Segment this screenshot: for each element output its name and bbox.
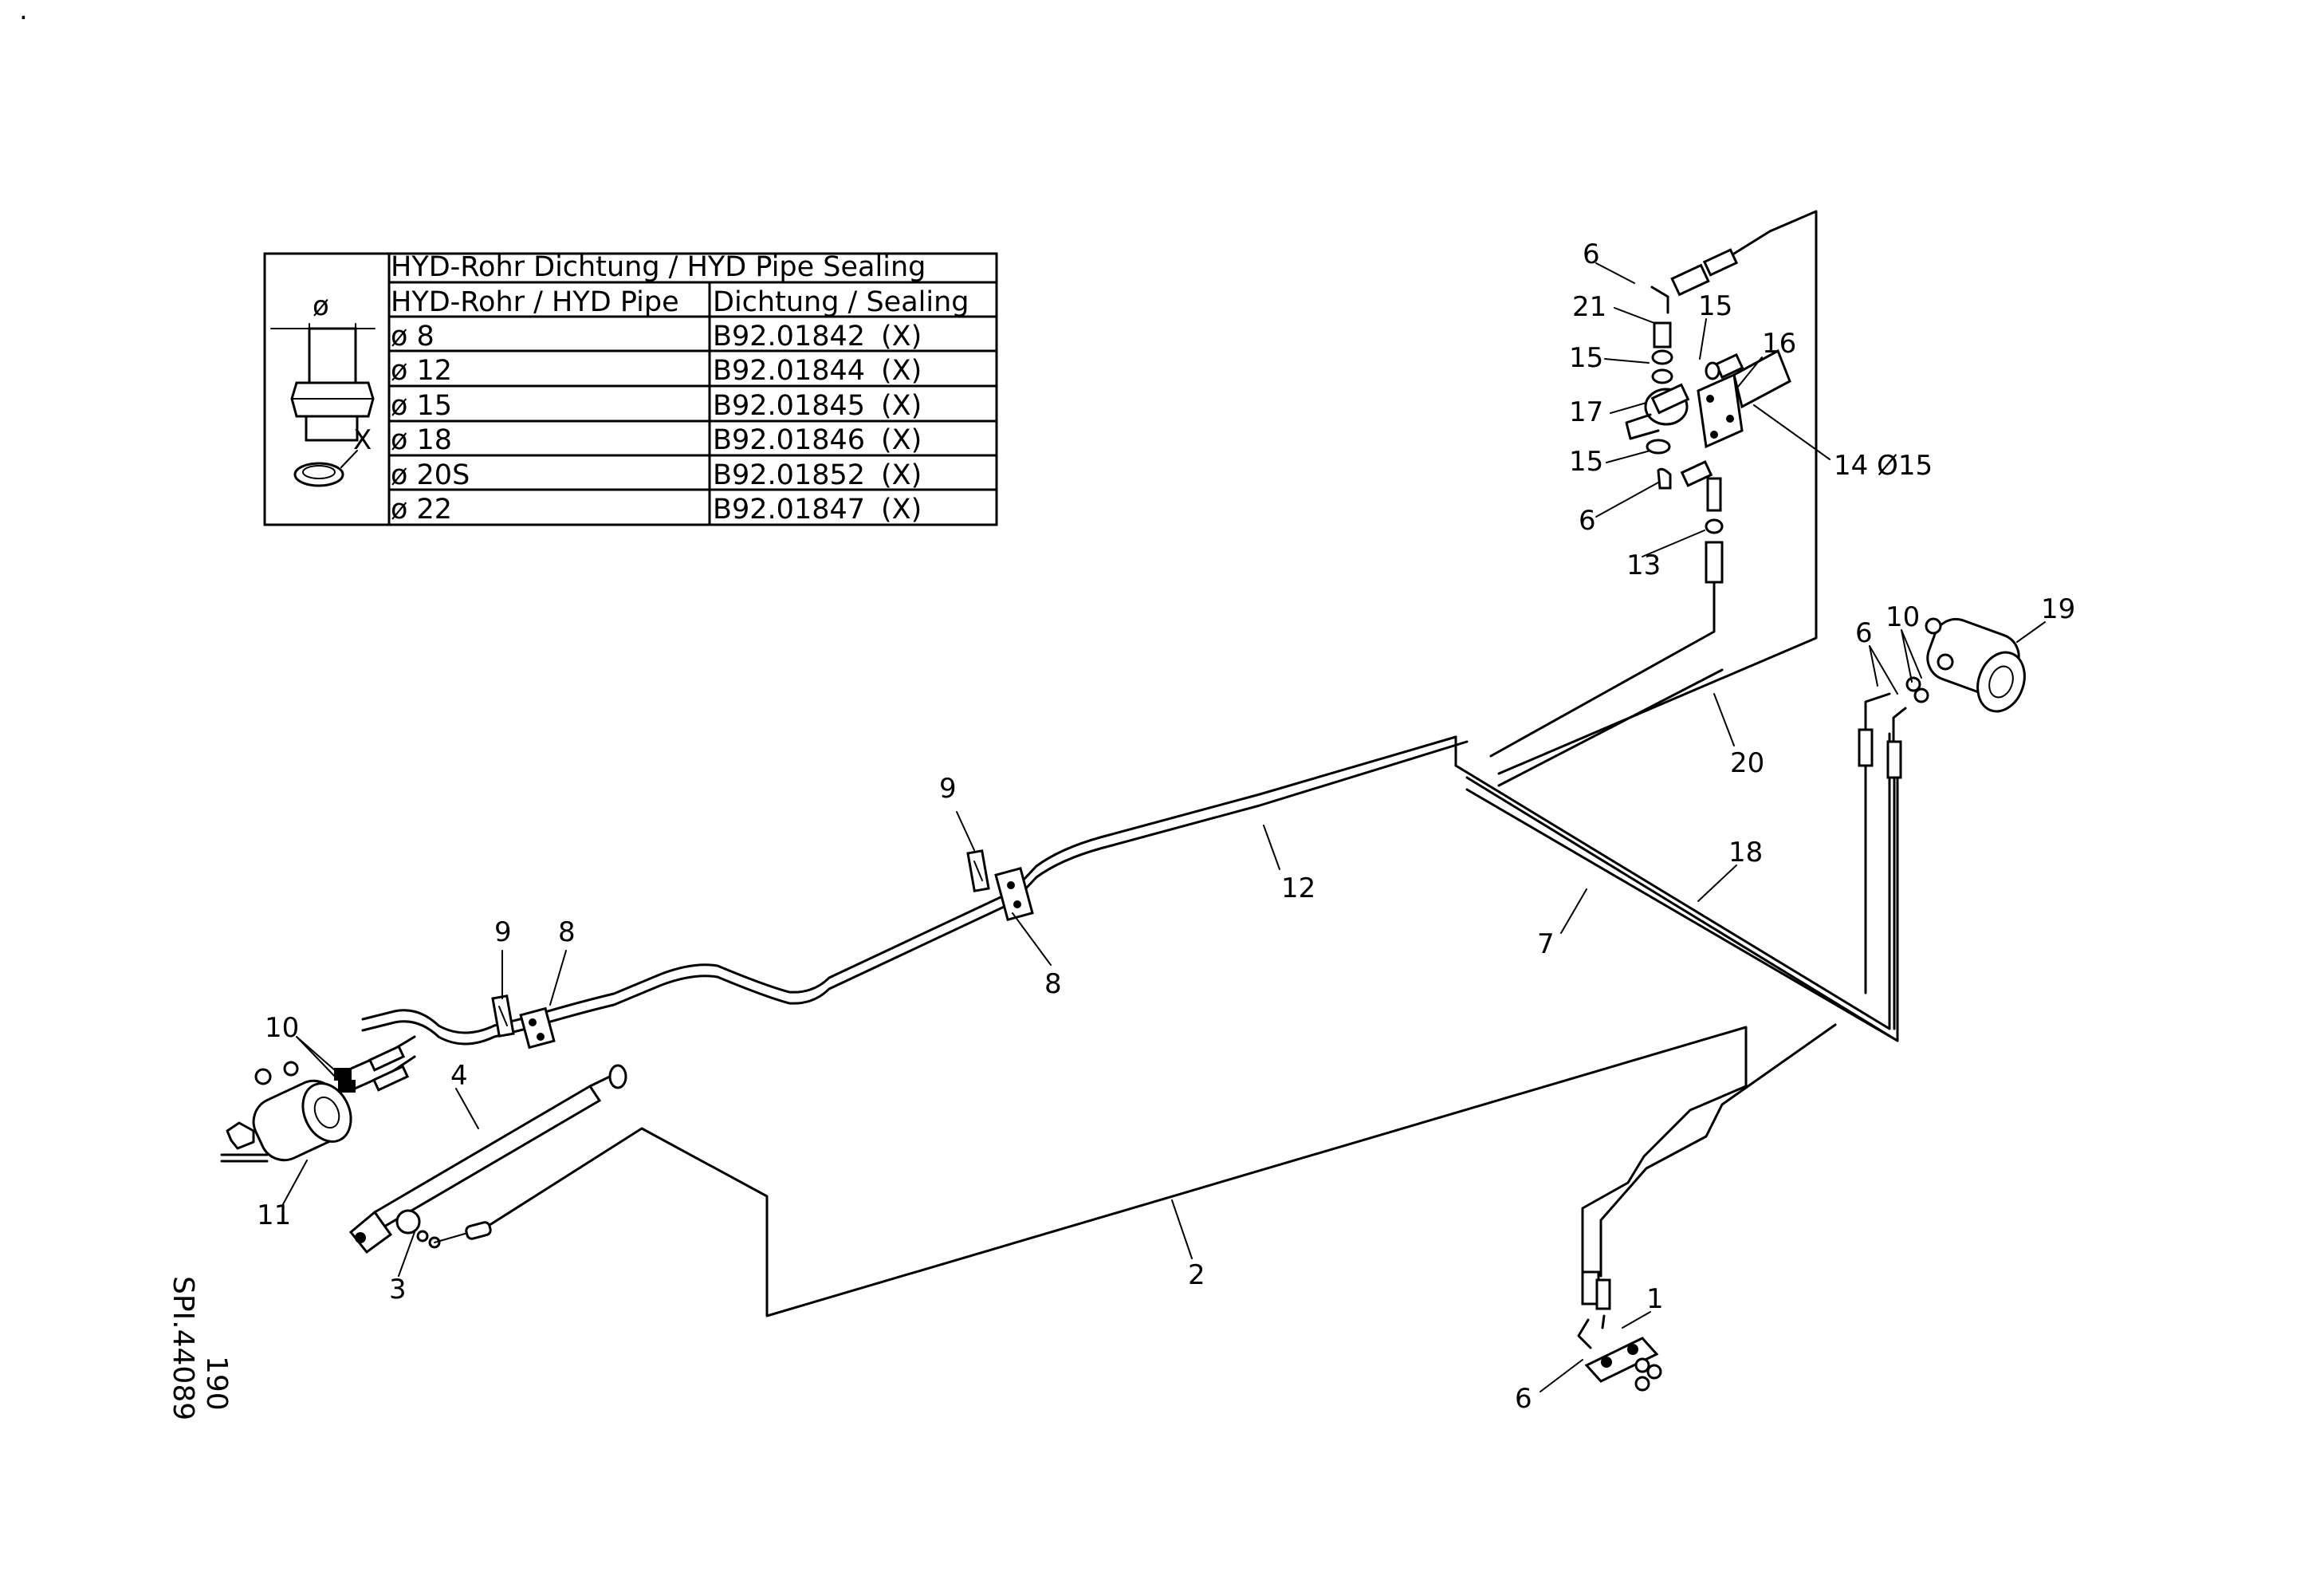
callout-label: 11 <box>257 1199 291 1231</box>
callout-label: 10 <box>1886 601 1920 633</box>
callout-label: 9 <box>494 916 512 948</box>
callout-label: 16 <box>1762 328 1796 360</box>
drawing-reference: SPI.44089 190 <box>167 1276 233 1420</box>
table-header-pipe: HYD-Rohr / HYD Pipe <box>391 286 679 318</box>
callout-label: 15 <box>1569 446 1603 478</box>
pump-19 <box>1858 617 2026 1030</box>
table-title: HYD-Rohr Dichtung / HYD Pipe Sealing <box>391 251 926 283</box>
diameter-symbol: ø <box>313 290 329 322</box>
row-sealing: B92.01847 <box>713 494 865 526</box>
row-sealing: B92.01842 <box>713 321 865 352</box>
callout-label: 10 <box>265 1012 299 1044</box>
callout-label: 21 <box>1572 291 1606 323</box>
fitting-plate-1 <box>1577 1270 1662 1392</box>
pipe-7 <box>1465 764 1899 1042</box>
corner-mark: . <box>19 0 28 26</box>
pipe-18 <box>1454 732 1899 1042</box>
row-sealing: B92.01845 <box>713 390 865 422</box>
row-sealing: B92.01844 <box>713 355 865 387</box>
callout-label: 6 <box>1583 238 1600 270</box>
callouts: 6 21 15 15 16 17 15 14 Ø15 6 13 20 19 10… <box>257 238 2075 1415</box>
clamp-8-mid <box>966 849 1034 921</box>
callout-label: 1 <box>1646 1283 1664 1315</box>
callout-label: 2 <box>1188 1259 1205 1291</box>
row-note: (X) <box>881 494 922 526</box>
callout-label: 12 <box>1281 872 1315 904</box>
page-number: 190 <box>200 1356 233 1411</box>
pump-11 <box>252 1035 416 1162</box>
callout-label: 6 <box>1855 617 1873 649</box>
callout-label: 19 <box>2041 593 2075 625</box>
callout-label: 3 <box>389 1274 407 1306</box>
callout-label: 13 <box>1626 549 1661 581</box>
sealing-table: HYD-Rohr Dichtung / HYD Pipe Sealing HYD… <box>263 251 998 526</box>
row-note: (X) <box>881 424 922 456</box>
row-pipe: ø 18 <box>391 424 452 456</box>
row-pipe: ø 20S <box>391 459 470 491</box>
callout-label: 15 <box>1698 290 1732 322</box>
row-sealing: B92.01852 <box>713 459 865 491</box>
fitting-illustration: ø X <box>270 290 376 487</box>
pipe-12 <box>361 735 1469 1046</box>
hydraulic-cylinder <box>348 1064 627 1254</box>
seal-x-label: X <box>353 424 372 456</box>
callout-label: 4 <box>450 1060 468 1092</box>
row-note: (X) <box>881 321 922 352</box>
callout-label: 18 <box>1728 837 1763 868</box>
callout-label: 6 <box>1579 505 1596 537</box>
table-frame <box>263 252 998 526</box>
valve-block-14 <box>1625 230 1791 584</box>
row-sealing: B92.01846 <box>713 424 865 456</box>
hand-symbol <box>220 1121 269 1163</box>
callout-label: 14 Ø15 <box>1834 450 1933 482</box>
callout-label: 9 <box>939 773 957 805</box>
row-pipe: ø 8 <box>391 321 435 352</box>
callout-label: 6 <box>1515 1383 1532 1415</box>
leader-lines <box>282 262 2046 1392</box>
pipe-13-20 <box>1489 210 1818 787</box>
callout-label: 8 <box>1044 968 1062 1000</box>
callout-label: 7 <box>1537 928 1555 960</box>
drawing-id: SPI.44089 <box>167 1276 199 1420</box>
pipe-2 <box>477 1023 1837 1317</box>
row-pipe: ø 15 <box>391 390 452 422</box>
row-note: (X) <box>881 390 922 422</box>
callout-label: 15 <box>1569 342 1603 374</box>
row-note: (X) <box>881 355 922 387</box>
clamp-8-left <box>491 994 556 1050</box>
callout-label: 17 <box>1569 396 1603 428</box>
callout-label: 8 <box>558 916 576 948</box>
callout-label: 20 <box>1730 747 1764 779</box>
row-pipe: ø 12 <box>391 355 452 387</box>
table-header-sealing: Dichtung / Sealing <box>713 286 969 318</box>
row-pipe: ø 22 <box>391 494 452 526</box>
row-note: (X) <box>881 459 922 491</box>
